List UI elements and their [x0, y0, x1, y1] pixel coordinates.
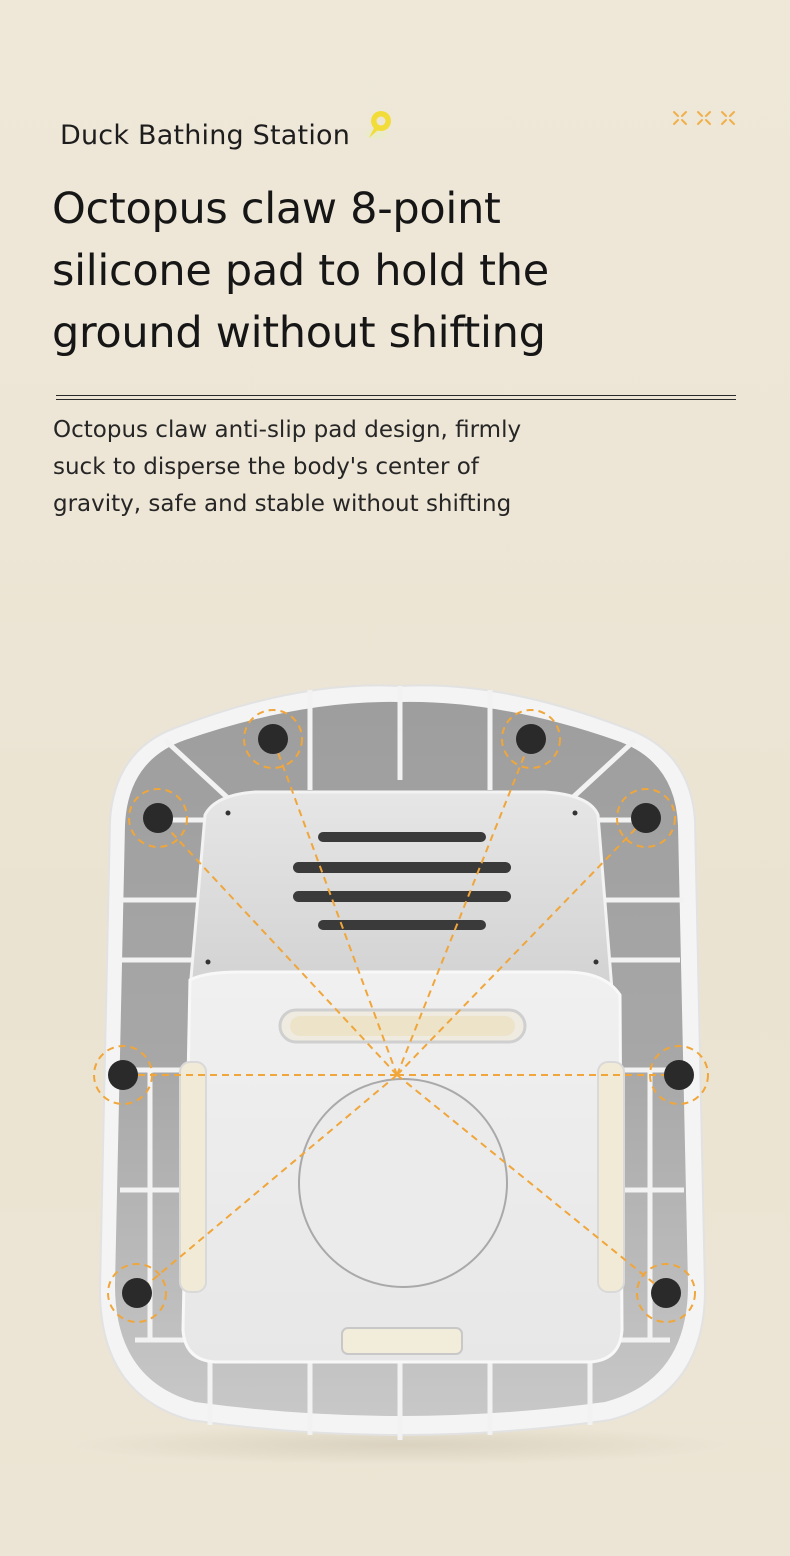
description: Octopus claw anti-slip pad design, firml…	[53, 412, 593, 523]
vent-slots	[293, 832, 511, 930]
description-line: gravity, safe and stable without shiftin…	[53, 491, 512, 517]
description-line: Octopus claw anti-slip pad design, firml…	[53, 417, 522, 443]
floor-shadow	[70, 1425, 730, 1465]
side-rail-right	[597, 1061, 625, 1293]
headline-line: ground without shifting	[52, 308, 546, 358]
suction-pad	[616, 788, 676, 848]
suction-pad	[501, 709, 561, 769]
pin-marker-icon	[365, 111, 391, 139]
headline-line: silicone pad to hold the	[52, 246, 549, 296]
center-disc	[298, 1078, 508, 1288]
description-line: suck to disperse the body's center of	[53, 454, 479, 480]
suction-pad	[107, 1263, 167, 1323]
suction-pad	[128, 788, 188, 848]
suction-pad	[636, 1263, 696, 1323]
divider	[56, 395, 736, 400]
side-rail-left	[179, 1061, 207, 1293]
suction-pad	[243, 709, 303, 769]
headline: Octopus claw 8-point silicone pad to hol…	[52, 178, 692, 364]
product-bottom-illustration	[70, 684, 730, 1465]
sparkle-icon	[673, 111, 735, 125]
suction-pad	[649, 1045, 709, 1105]
suction-pads	[93, 709, 709, 1323]
brand-name: Duck Bathing Station	[60, 120, 351, 151]
bottom-slot	[341, 1327, 463, 1355]
suction-pad	[93, 1045, 153, 1105]
headline-line: Octopus claw 8-point	[52, 184, 501, 234]
force-lines	[123, 738, 679, 1294]
